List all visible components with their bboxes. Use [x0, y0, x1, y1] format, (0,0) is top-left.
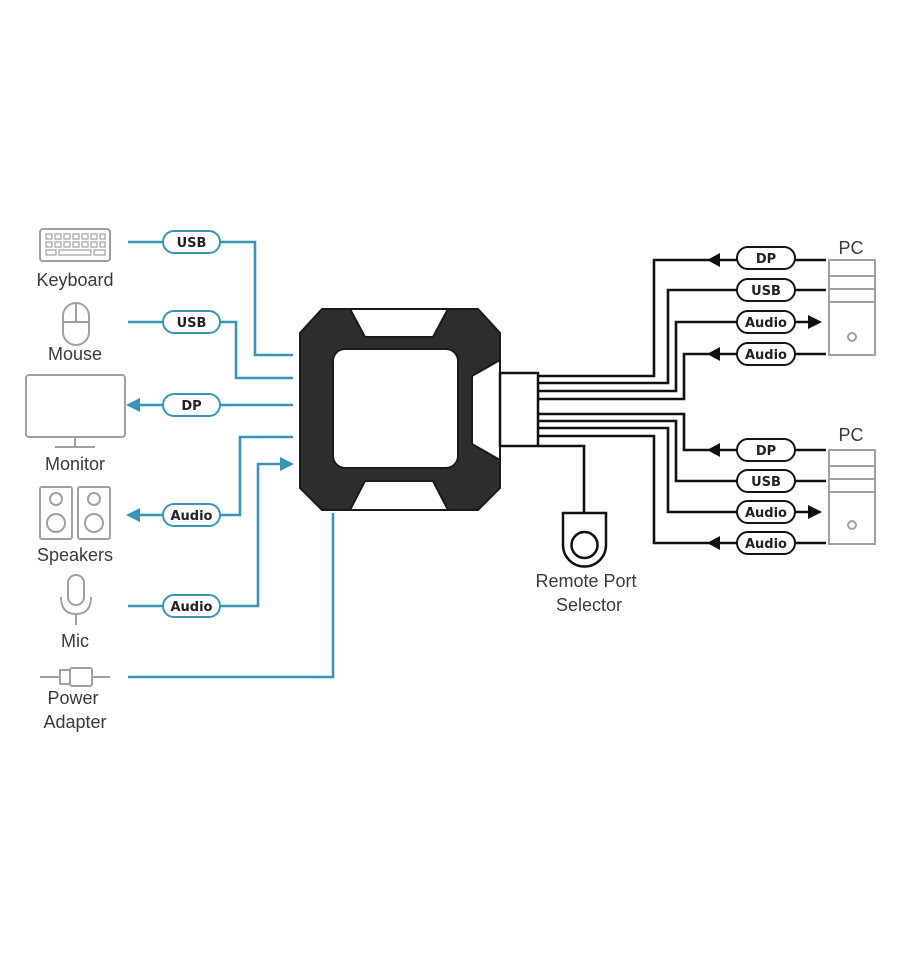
desktop-tower-icon — [828, 449, 876, 545]
cable-connector — [498, 371, 540, 448]
kvm-switch — [299, 308, 501, 511]
pc1-cable-label-dp: DP — [736, 246, 796, 270]
microphone-icon — [60, 574, 92, 625]
svg-text:USB: USB — [177, 316, 207, 331]
speakers-icon — [39, 486, 111, 540]
pc2-cable-label-audio-out: Audio — [736, 500, 796, 524]
pc1-cable-label-audio-in: Audio — [736, 342, 796, 366]
svg-text:DP: DP — [756, 252, 776, 267]
svg-text:DP: DP — [756, 444, 776, 459]
pc2-label: PC — [838, 425, 863, 445]
remote-label-line2: Selector — [556, 595, 622, 615]
pc1-label: PC — [838, 238, 863, 258]
power-plug-icon — [40, 667, 110, 687]
pc2-cable-label-usb: USB — [736, 469, 796, 493]
pc1-cable-label-audio-out: Audio — [736, 310, 796, 334]
cable-label-mic-audio: Audio — [162, 594, 221, 618]
cable-label-keyboard-usb: USB — [162, 230, 221, 254]
keyboard-icon — [39, 228, 111, 262]
pc2-cable-label-dp: DP — [736, 438, 796, 462]
mouse-label: Mouse — [48, 344, 102, 364]
power-label-line2: Adapter — [43, 712, 106, 732]
mouse-icon — [62, 302, 90, 346]
power-label-line1: Power — [47, 688, 98, 708]
pc1-cable-label-usb: USB — [736, 278, 796, 302]
speakers-label: Speakers — [37, 545, 113, 565]
remote-label-line1: Remote Port — [535, 571, 636, 591]
svg-text:Audio: Audio — [745, 506, 787, 521]
keyboard-label: Keyboard — [36, 270, 113, 290]
cable-label-monitor-dp: DP — [162, 393, 221, 417]
remote-button-icon — [561, 511, 608, 568]
svg-text:Audio: Audio — [170, 509, 212, 524]
desktop-tower-icon — [828, 259, 876, 356]
pc2-cable-label-audio-in: Audio — [736, 531, 796, 555]
mic-label: Mic — [61, 631, 89, 651]
svg-text:Audio: Audio — [745, 316, 787, 331]
svg-text:Audio: Audio — [170, 600, 212, 615]
svg-text:USB: USB — [751, 284, 781, 299]
svg-text:USB: USB — [177, 236, 207, 251]
svg-text:DP: DP — [181, 399, 201, 414]
cable-label-mouse-usb: USB — [162, 310, 221, 334]
cable-label-speakers-audio: Audio — [162, 503, 221, 527]
svg-text:Audio: Audio — [745, 537, 787, 552]
monitor-icon — [25, 374, 126, 448]
svg-text:Audio: Audio — [745, 348, 787, 363]
svg-text:USB: USB — [751, 475, 781, 490]
monitor-label: Monitor — [45, 454, 105, 474]
